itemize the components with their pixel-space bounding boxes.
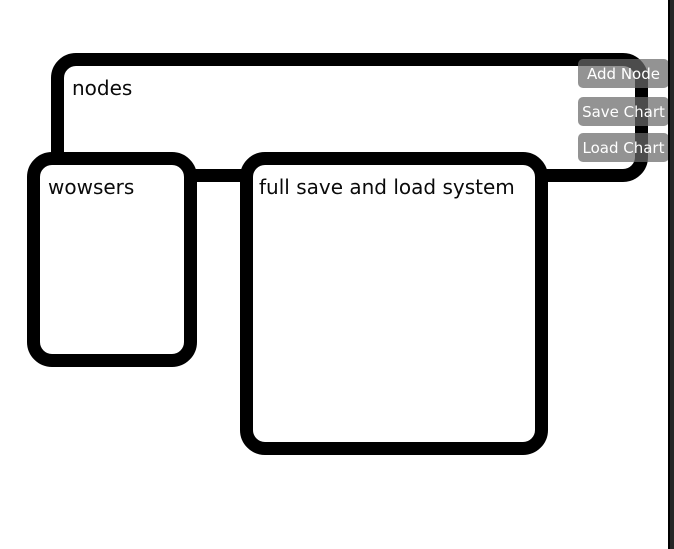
node-label: nodes xyxy=(72,76,133,100)
vertical-scrollbar[interactable] xyxy=(668,0,674,549)
save-chart-button[interactable]: Save Chart xyxy=(578,97,669,126)
node-full-save-and-load-system[interactable]: full save and load system xyxy=(240,152,548,455)
node-label: wowsers xyxy=(48,175,135,199)
add-node-button[interactable]: Add Node xyxy=(578,59,669,88)
node-label: full save and load system xyxy=(259,175,515,199)
load-chart-button[interactable]: Load Chart xyxy=(578,133,669,162)
node-wowsers[interactable]: wowsers xyxy=(27,152,197,367)
